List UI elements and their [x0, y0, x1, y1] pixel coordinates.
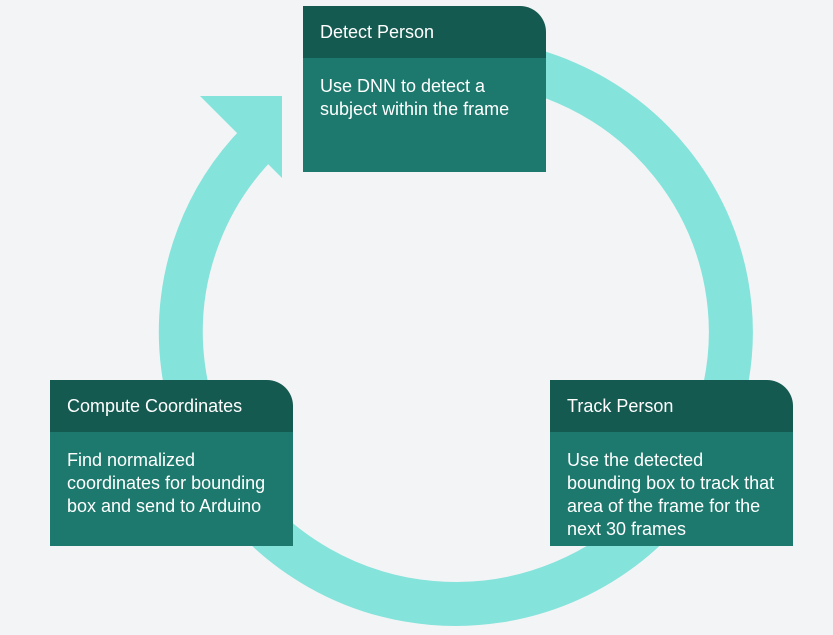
step-compute-coordinates: Compute Coordinates Find normalized coor… — [50, 380, 293, 546]
step-detect-person: Detect Person Use DNN to detect a subjec… — [303, 6, 546, 172]
step-compute-coordinates-description: Find normalized coordinates for bounding… — [50, 432, 293, 546]
step-track-person-title: Track Person — [550, 380, 793, 432]
step-detect-person-description: Use DNN to detect a subject within the f… — [303, 58, 546, 172]
step-detect-person-title: Detect Person — [303, 6, 546, 58]
cycle-arrowhead — [200, 96, 282, 178]
cycle-ring — [158, 37, 753, 626]
step-compute-coordinates-title: Compute Coordinates — [50, 380, 293, 432]
step-track-person: Track Person Use the detected bounding b… — [550, 380, 793, 546]
step-track-person-description: Use the detected bounding box to track t… — [550, 432, 793, 546]
